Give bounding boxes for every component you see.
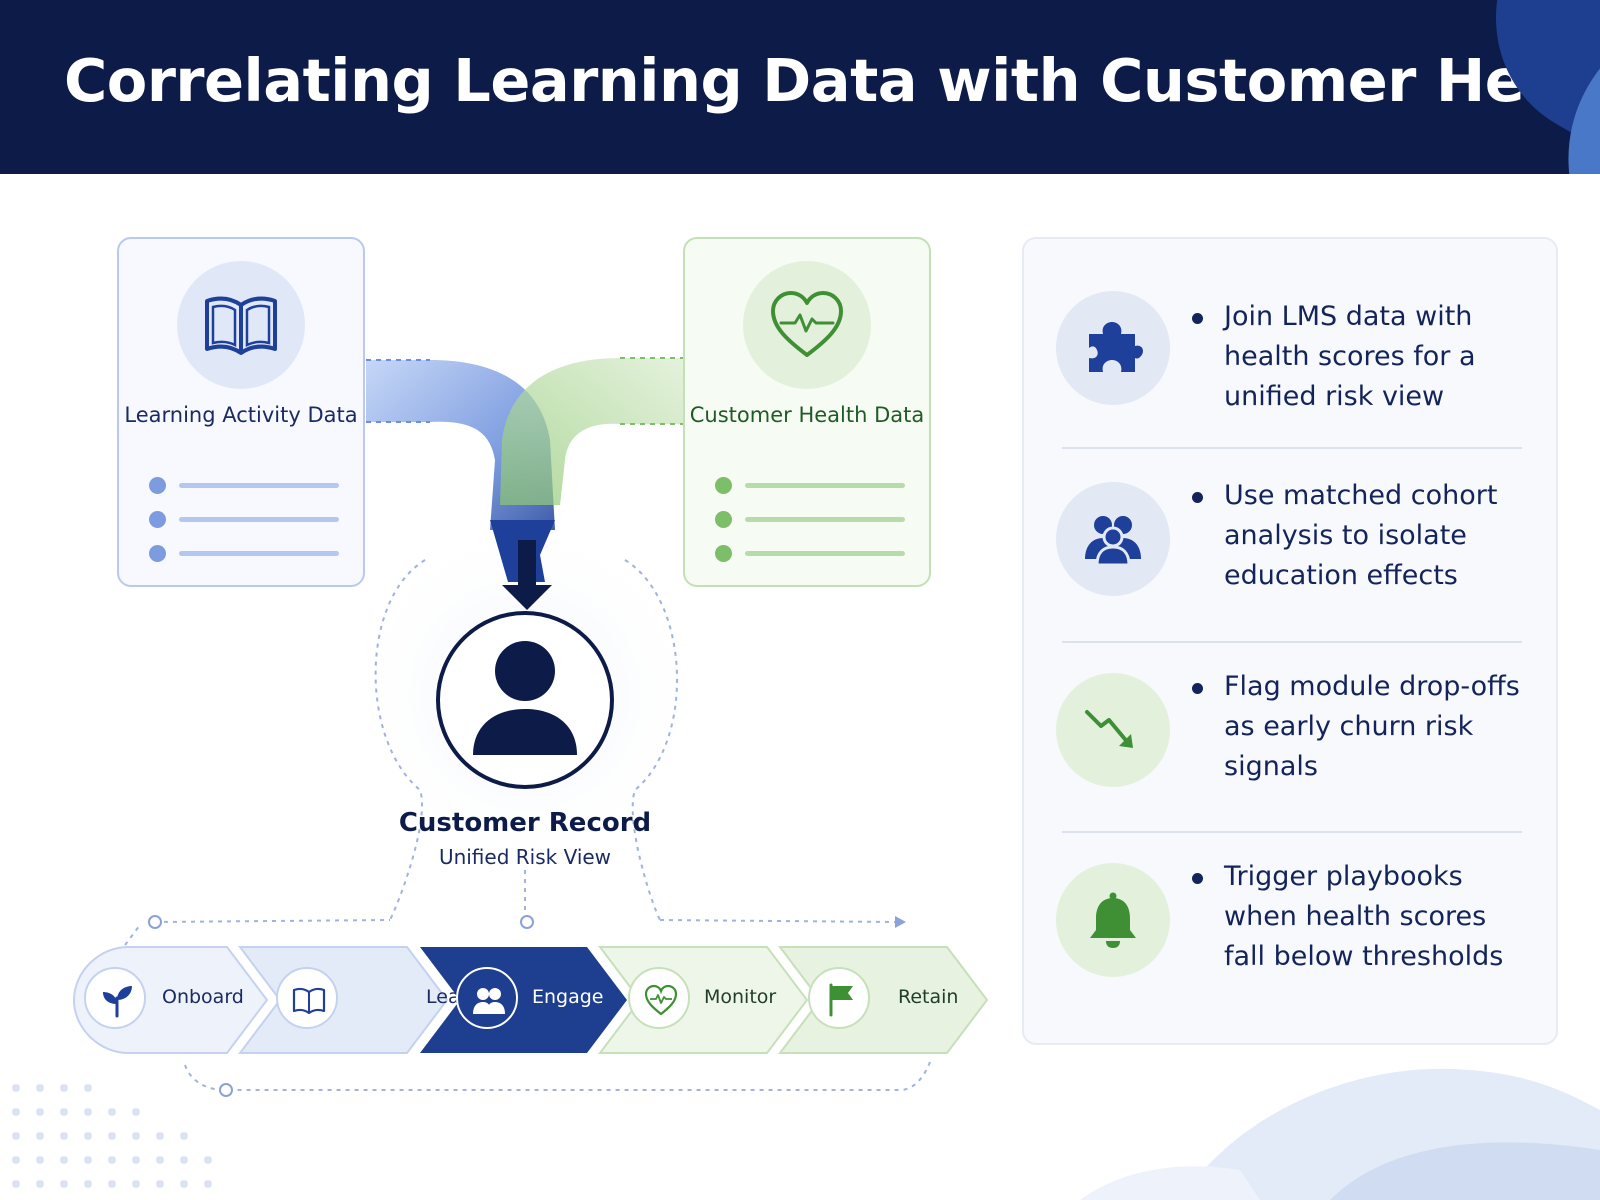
learning-activity-card: Learning Activity Data [117,237,365,587]
stage-label: Onboard [162,986,244,1008]
insight-text: Join LMS data with health scores for a u… [1224,301,1476,412]
stage-label: Monitor [704,986,777,1008]
bell-icon [1056,863,1170,977]
record-subtitle: Unified Risk View [438,845,612,869]
list-item [715,505,905,539]
trend-down-icon [1056,673,1170,787]
stage-label: Retain [898,986,959,1008]
user-icon [473,641,577,755]
book-icon [177,261,305,389]
insight-text: Use matched cohort analysis to isolate e… [1224,480,1498,591]
lifecycle-stages: Onboard Learn Engage Mo [72,945,992,1055]
health-card-title: Customer Health Data [689,403,925,427]
stage-engage[interactable]: Engage [420,945,627,1055]
flag-icon [808,967,870,1029]
insight-text: Flag module drop-offs as early churn ris… [1224,671,1520,782]
divider [1062,447,1522,449]
record-title: Customer Record [398,808,652,838]
insight-item: Trigger playbooks when health scores fal… [1024,819,1556,1009]
header-decoration [1496,0,1600,174]
customer-record-node [436,611,614,789]
divider [1062,831,1522,833]
divider [1062,641,1522,643]
learning-data-list [149,471,339,573]
stage-monitor[interactable]: Monitor [600,945,807,1055]
page-title: Correlating Learning Data with Customer … [64,46,1600,115]
header-bar: Correlating Learning Data with Customer … [0,0,1600,174]
learning-card-title: Learning Activity Data [124,403,358,427]
list-item [149,539,339,573]
customer-health-card: Customer Health Data [683,237,931,587]
list-item [715,471,905,505]
heart-pulse-icon [743,261,871,389]
stage-onboard[interactable]: Onboard [72,945,267,1055]
stage-learn[interactable]: Learn [240,945,479,1055]
insight-item: Join LMS data with health scores for a u… [1024,239,1556,429]
stage-label: Engage [532,986,604,1008]
insight-text: Trigger playbooks when health scores fal… [1224,861,1504,972]
list-item [715,539,905,573]
insight-item: Use matched cohort analysis to isolate e… [1024,434,1556,624]
insight-item: Flag module drop-offs as early churn ris… [1024,629,1556,819]
health-data-list [715,471,905,573]
people-icon [456,967,518,1029]
book-icon [276,967,338,1029]
heart-pulse-icon [628,967,690,1029]
stage-retain[interactable]: Retain [780,945,987,1055]
people-icon [1056,482,1170,596]
bullet [1192,313,1203,324]
bullet [1192,492,1203,503]
bullet [1192,683,1203,694]
puzzle-icon [1056,291,1170,405]
sprout-icon [84,967,146,1029]
list-item [149,471,339,505]
insights-panel: Join LMS data with health scores for a u… [1022,237,1558,1045]
bullet [1192,873,1203,884]
list-item [149,505,339,539]
